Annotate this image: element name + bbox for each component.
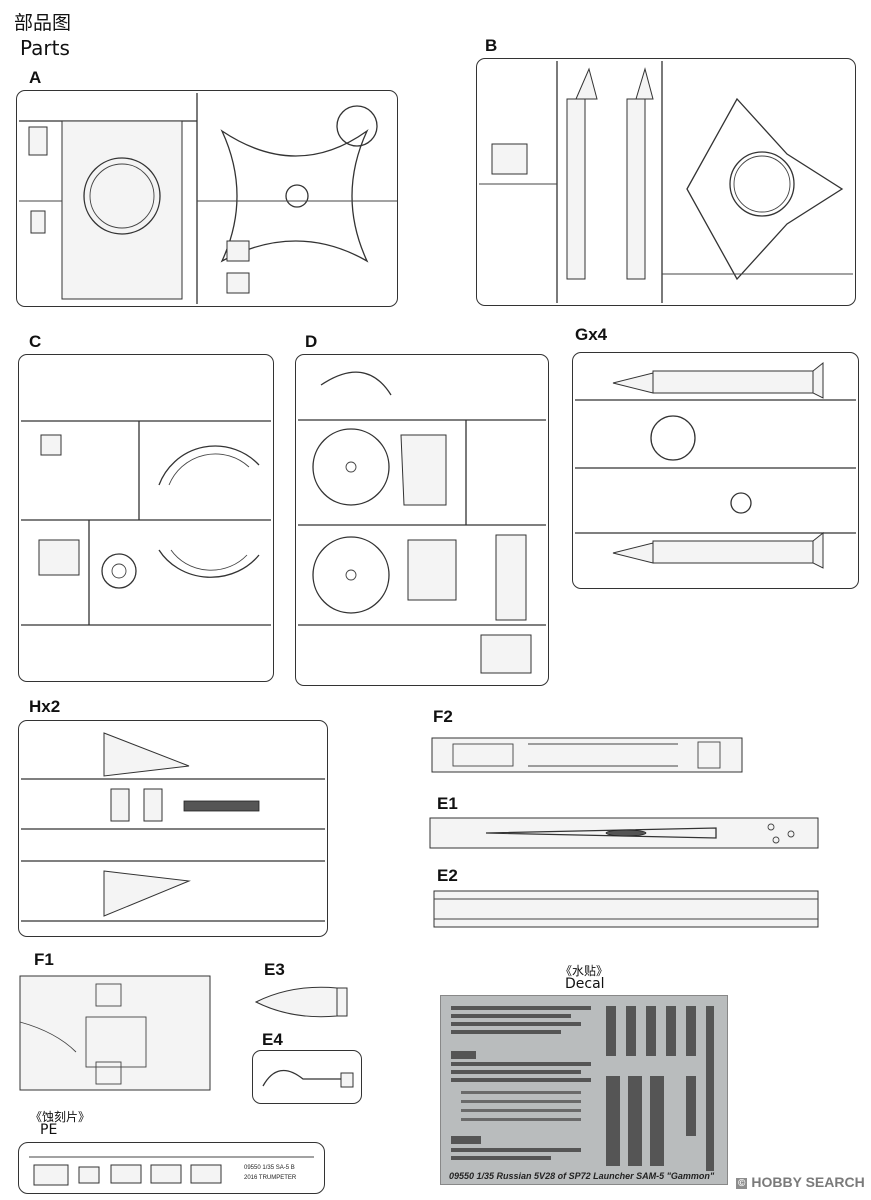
- decal-label-en: Decal: [565, 976, 605, 992]
- sprue-g-drawing: [575, 361, 856, 569]
- decal-sheet: 09550 1/35 Russian 5V28 of SP72 Launcher…: [440, 995, 728, 1185]
- sprue-c: [18, 354, 274, 682]
- pe-brand: TRUMPETER: [258, 1175, 297, 1181]
- pe-label-en: PE: [40, 1122, 58, 1138]
- sprue-d: [295, 354, 549, 686]
- sprue-a-drawing: [19, 93, 397, 304]
- sprue-h-label: Hx2: [29, 697, 61, 716]
- sprue-f1-label: F1: [34, 950, 54, 969]
- part-f2-drawing: [431, 737, 743, 773]
- sprue-a: [16, 90, 398, 307]
- page-title-cn: 部品图: [14, 12, 72, 34]
- sprue-b-drawing: [479, 61, 853, 303]
- pe-scale: 1/35: [262, 1165, 275, 1171]
- part-f1-drawing: [19, 975, 211, 1091]
- sprue-a-label: A: [29, 68, 42, 87]
- pe-year: 2016: [244, 1175, 258, 1181]
- pe-code: 09550: [244, 1165, 261, 1171]
- part-e3-drawing: [254, 986, 348, 1018]
- watermark-copyright: ©: [736, 1177, 748, 1189]
- pe-label-cn: 《蚀刻片》: [30, 1110, 91, 1124]
- part-e1: [426, 812, 822, 854]
- decal-sheet-drawing: [451, 1006, 714, 1171]
- part-e2: [430, 885, 822, 933]
- part-f1: [16, 972, 214, 1094]
- sprue-d-drawing: [298, 371, 546, 674]
- sprue-g: [572, 352, 859, 589]
- sprue-f2-label: F2: [433, 707, 453, 726]
- sprue-b: [476, 58, 856, 306]
- sprue-e4: [252, 1050, 362, 1104]
- sprue-h-drawing: [21, 732, 325, 922]
- pe-model: SA-5 B: [275, 1165, 295, 1171]
- sprue-e4-drawing: [262, 1069, 354, 1088]
- sprue-d-label: D: [305, 332, 318, 351]
- watermark: ©HOBBY SEARCH: [736, 1174, 865, 1190]
- part-e1-drawing: [429, 817, 819, 849]
- sprue-h: [18, 720, 328, 937]
- watermark-text: HOBBY SEARCH: [751, 1174, 865, 1190]
- sprue-c-label: C: [29, 332, 42, 351]
- part-e2-drawing: [433, 890, 819, 928]
- pe-fret: 09550 1/35 SA-5 B 2016 TRUMPETER: [18, 1142, 325, 1194]
- decal-sheet-title: 09550 1/35 Russian 5V28 of SP72 Launcher…: [449, 1171, 715, 1181]
- page-title-en: Parts: [20, 36, 70, 60]
- sprue-e4-label: E4: [262, 1030, 283, 1049]
- sprue-e3-label: E3: [264, 960, 285, 979]
- part-e3: [252, 982, 352, 1022]
- part-f2: [428, 734, 746, 776]
- decal-label-cn: 《水贴》: [560, 964, 609, 978]
- sprue-c-drawing: [21, 420, 271, 626]
- sprue-b-label: B: [485, 36, 498, 55]
- sprue-g-label: Gx4: [575, 325, 608, 344]
- sprue-e2-label: E2: [437, 866, 458, 885]
- sprue-e1-label: E1: [437, 794, 458, 813]
- pe-fret-drawing: [29, 1156, 314, 1186]
